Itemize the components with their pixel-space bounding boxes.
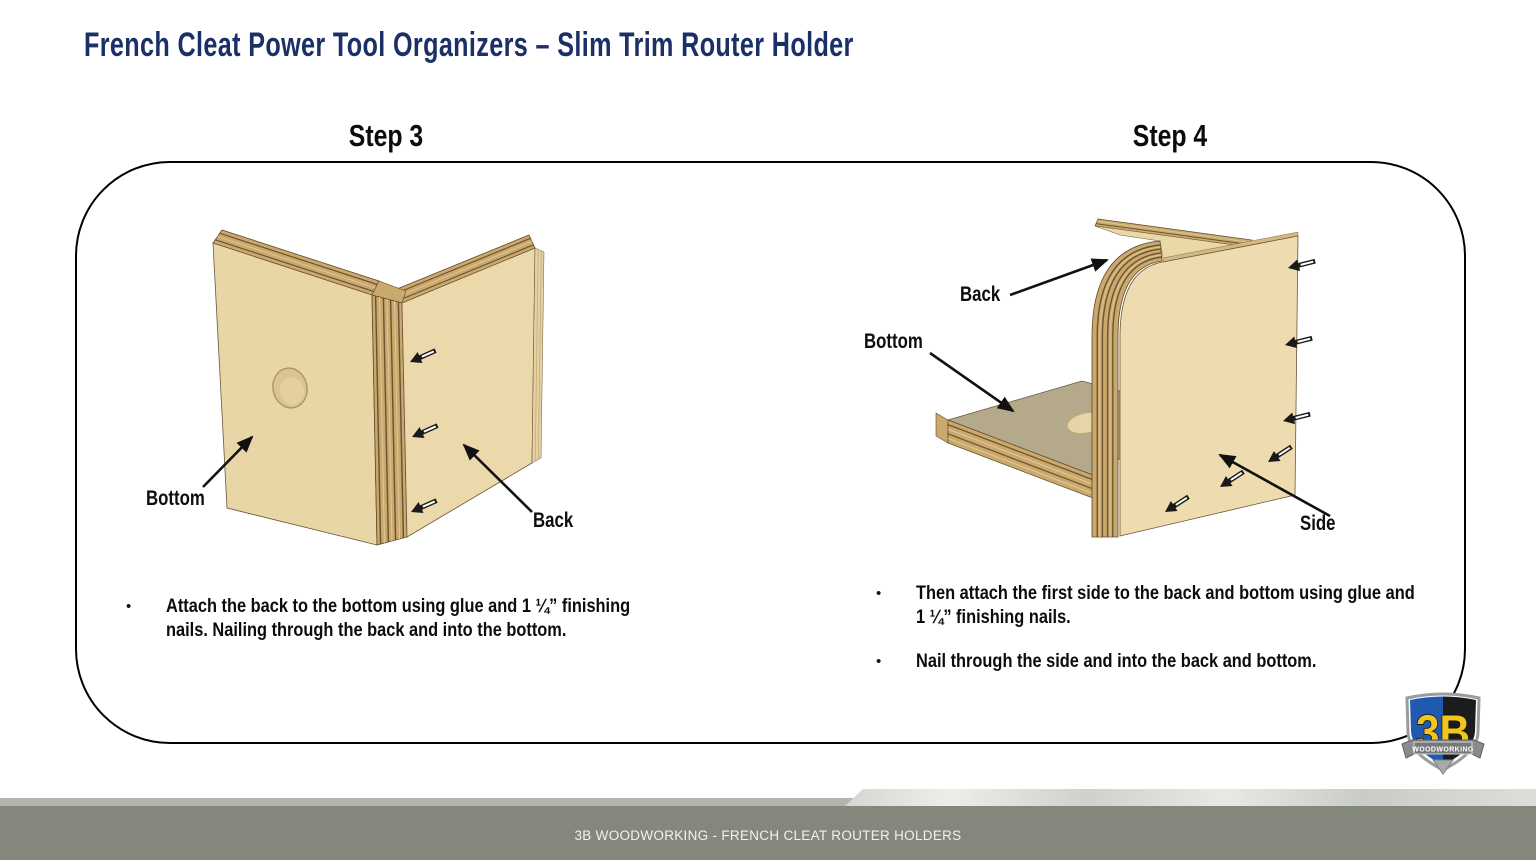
footer-text: 3B WOODWORKING - FRENCH CLEAT ROUTER HOL…	[574, 827, 962, 843]
back-panel-face	[401, 247, 545, 538]
side-panel-curved-edge	[1091, 240, 1163, 538]
rounded-panel-border	[75, 161, 1466, 744]
bottom-panel-top-edge	[212, 229, 380, 296]
logo-banner-text: WOODWORKING	[1412, 747, 1474, 754]
side-callout-arrow	[1218, 453, 1331, 518]
step3-diagram	[202, 229, 545, 546]
footer-bar: 3B WOODWORKING - FRENCH CLEAT ROUTER HOL…	[0, 806, 1536, 860]
step3-heading: Step 3	[348, 118, 424, 153]
step3-label-back: Back	[533, 509, 574, 532]
step4-label-back: Back	[960, 283, 1001, 306]
bullet-dot: •	[126, 598, 132, 615]
step4-label-side: Side	[1300, 512, 1336, 535]
back-callout-arrow	[462, 443, 533, 513]
bullet-dot: •	[876, 653, 882, 670]
side-panel-face	[1119, 231, 1299, 537]
ridge-edge-grain	[371, 294, 408, 546]
footer-metal-strip	[845, 789, 1536, 806]
step4-heading: Step 4	[1132, 118, 1208, 153]
footer-thin-strip	[0, 798, 1536, 806]
bottom-callout-arrow	[202, 435, 254, 488]
step3-bullet-1-text: Attach the back to the bottom using glue…	[166, 595, 631, 641]
bottom-panel-face	[212, 242, 378, 546]
bottom-callout-arrow	[929, 351, 1015, 413]
step4-bullet-1: • Then attach the first side to the back…	[876, 582, 1510, 629]
back-callout-arrow	[1009, 258, 1109, 297]
step4-bullet-1-text: Then attach the first side to the back a…	[916, 582, 1415, 628]
3b-woodworking-logo: 3B WOODWORKING	[1401, 692, 1485, 775]
step4-bullet-2: • Nail through the side and into the bac…	[876, 650, 1393, 674]
shield-tip	[1432, 759, 1454, 775]
page-title: French Cleat Power Tool Organizers – Sli…	[84, 26, 854, 64]
step4-label-bottom: Bottom	[864, 330, 923, 353]
step3-bullet-1: • Attach the back to the bottom using gl…	[126, 595, 719, 642]
bullet-dot: •	[876, 585, 882, 602]
back-panel-top-edge	[396, 234, 536, 304]
step4-diagram	[929, 218, 1331, 538]
step4-bullet-2-text: Nail through the side and into the back …	[916, 650, 1317, 672]
step3-label-bottom: Bottom	[146, 487, 205, 510]
